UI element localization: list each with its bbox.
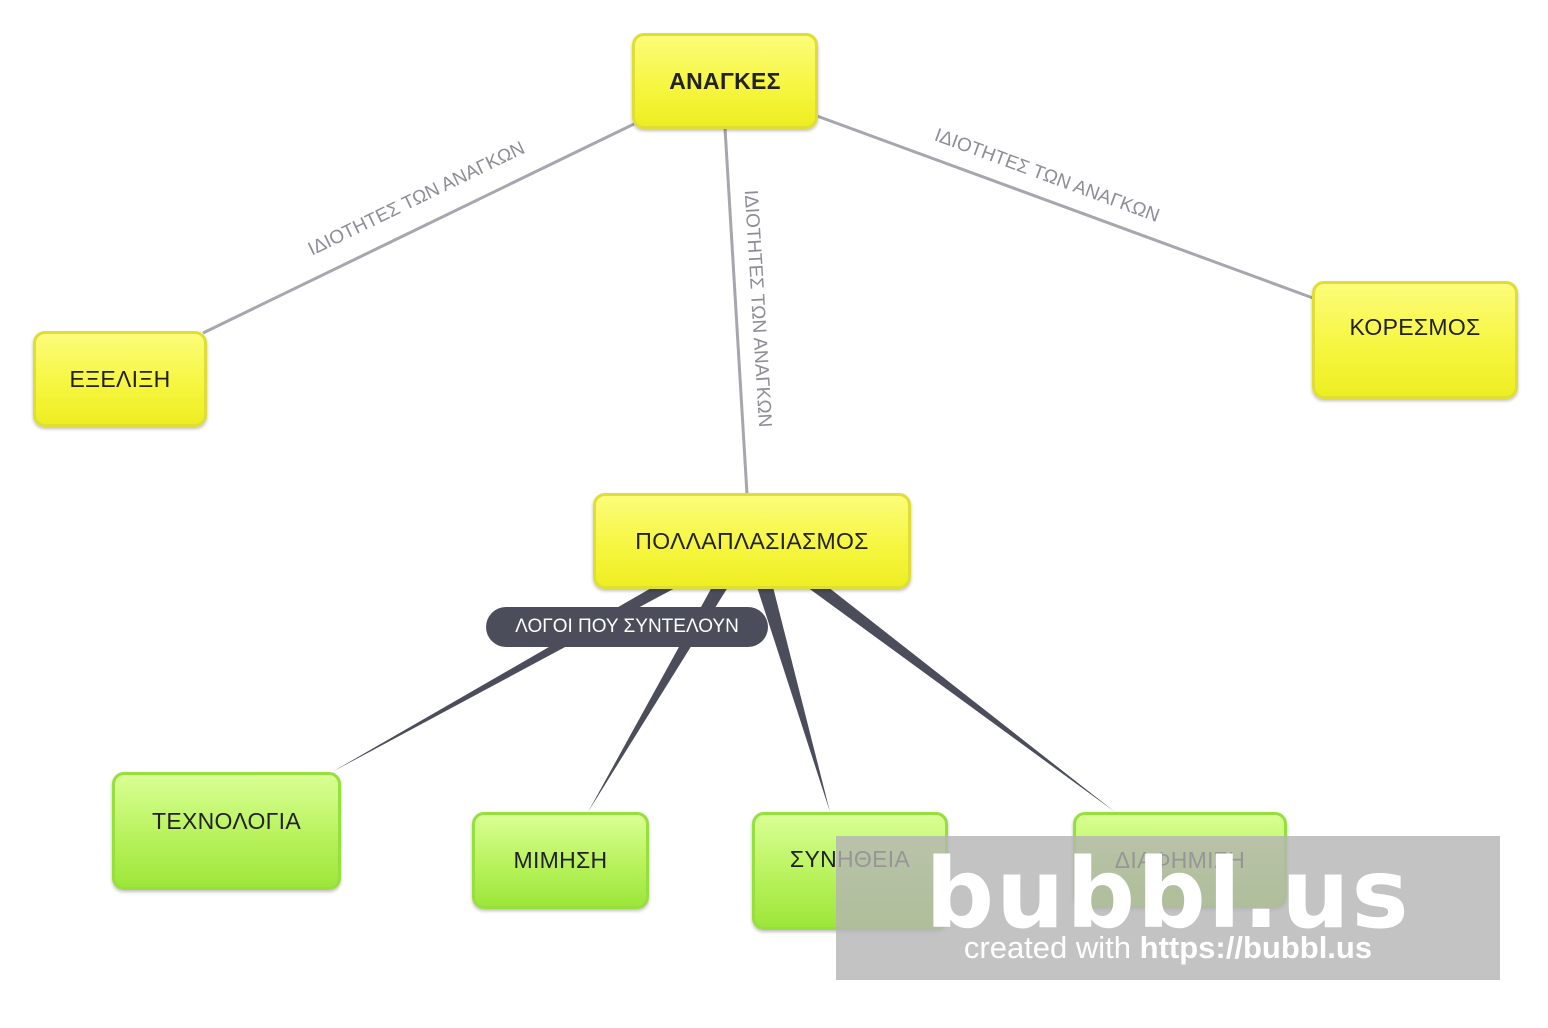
group-label-pill[interactable]: ΛΟΓΟΙ ΠΟΥ ΣΥΝΤΕΛΟΥΝ: [486, 607, 768, 647]
edge-to-synitheia: [757, 587, 830, 812]
node-exelixi[interactable]: ΕΞΕΛΙΞΗ: [33, 331, 207, 427]
node-texnologia[interactable]: ΤΕΧΝΟΛΟΓΙΑ: [112, 772, 341, 890]
node-anagkes[interactable]: ΑΝΑΓΚΕΣ: [632, 33, 818, 129]
node-mimisi-label: ΜΙΜΗΣΗ: [513, 847, 608, 873]
node-koresmos[interactable]: ΚΟΡΕΣΜΟΣ: [1312, 281, 1518, 399]
node-texnologia-label: ΤΕΧΝΟΛΟΓΙΑ: [152, 807, 301, 834]
node-anagkes-label: ΑΝΑΓΚΕΣ: [669, 67, 781, 94]
edge-root-exelixi: [202, 122, 635, 335]
watermark-logo: bubbl.us: [925, 838, 1411, 950]
node-pollaplasiasmos[interactable]: ΠΟΛΛΑΠΛΑΣΙΑΣΜΟΣ: [593, 493, 911, 589]
watermark-caption: created with https://bubbl.us: [836, 930, 1500, 966]
watermark-caption-url[interactable]: https://bubbl.us: [1139, 930, 1373, 965]
edge-label-right: ΙΔΙΟΤΗΤΕΣ ΤΩΝ ΑΝΑΓΚΩΝ: [932, 125, 1162, 227]
edge-label-center: ΙΔΙΟΤΗΤΕΣ ΤΩΝ ΑΝΑΓΚΩΝ: [740, 189, 775, 428]
edge-root-koresmos: [816, 114, 1314, 300]
watermark-caption-prefix: created with: [963, 930, 1140, 965]
group-label-text: ΛΟΓΟΙ ΠΟΥ ΣΥΝΤΕΛΟΥΝ: [515, 616, 739, 637]
bubblus-watermark: bubbl.us created with https://bubbl.us: [836, 836, 1500, 980]
node-exelixi-label: ΕΞΕΛΙΞΗ: [69, 365, 171, 392]
node-koresmos-label: ΚΟΡΕΣΜΟΣ: [1349, 313, 1481, 340]
node-pollaplasiasmos-label: ΠΟΛΛΑΠΛΑΣΙΑΣΜΟΣ: [635, 527, 869, 554]
node-mimisi[interactable]: ΜΙΜΗΣΗ: [472, 812, 649, 909]
edge-label-left: ΙΔΙΟΤΗΤΕΣ ΤΩΝ ΑΝΑΓΚΩΝ: [305, 138, 528, 260]
edge-to-diafimisi: [807, 587, 1115, 812]
edge-root-pollaplasiasmos: [723, 127, 749, 495]
